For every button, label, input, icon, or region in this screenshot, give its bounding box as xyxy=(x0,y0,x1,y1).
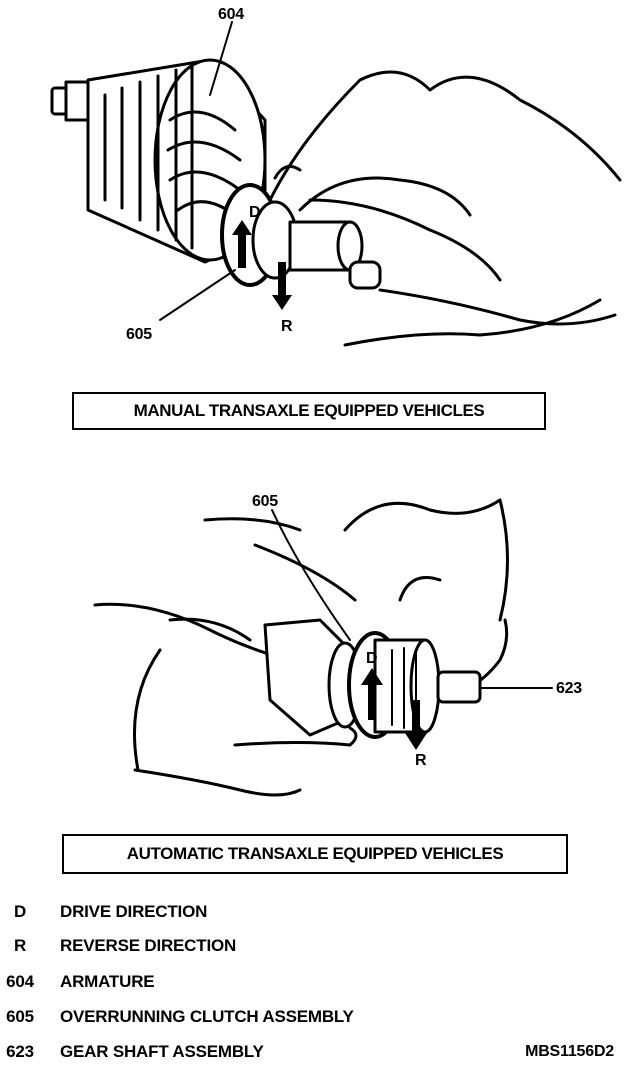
callout-623: 623 xyxy=(556,680,582,697)
legend-code: 605 xyxy=(6,1007,34,1026)
arrow-label-d-manual: D xyxy=(249,204,261,221)
legend-text: REVERSE DIRECTION xyxy=(60,936,237,955)
legend-code: D xyxy=(13,902,27,921)
callout-604: 604 xyxy=(218,6,244,23)
legend-text: ARMATURE xyxy=(60,972,155,991)
legend-item: 604 ARMATURE xyxy=(0,972,624,996)
legend-item: D DRIVE DIRECTION xyxy=(0,902,624,926)
arrow-label-d-automatic: D xyxy=(366,650,378,667)
arrow-label-r-manual: R xyxy=(281,318,293,335)
manual-transaxle-title: MANUAL TRANSAXLE EQUIPPED VEHICLES xyxy=(72,392,546,430)
figure-code: MBS1156D2 xyxy=(525,1043,614,1060)
callout-605-automatic: 605 xyxy=(252,493,278,510)
legend-text: DRIVE DIRECTION xyxy=(60,902,208,921)
arrow-label-r-automatic: R xyxy=(415,752,427,769)
legend-text: GEAR SHAFT ASSEMBLY xyxy=(60,1042,264,1061)
legend-item: 605 OVERRUNNING CLUTCH ASSEMBLY xyxy=(0,1007,624,1031)
legend-item: R REVERSE DIRECTION xyxy=(0,936,624,960)
legend-code: R xyxy=(13,936,27,955)
callout-605-manual: 605 xyxy=(126,326,152,343)
legend-item: 623 GEAR SHAFT ASSEMBLY xyxy=(0,1042,624,1066)
legend-code: 604 xyxy=(6,972,34,991)
legend-text: OVERRUNNING CLUTCH ASSEMBLY xyxy=(60,1007,354,1026)
legend-code: 623 xyxy=(6,1042,34,1061)
legend: D DRIVE DIRECTION R REVERSE DIRECTION 60… xyxy=(0,900,624,1070)
automatic-transaxle-title: AUTOMATIC TRANSAXLE EQUIPPED VEHICLES xyxy=(62,834,568,874)
